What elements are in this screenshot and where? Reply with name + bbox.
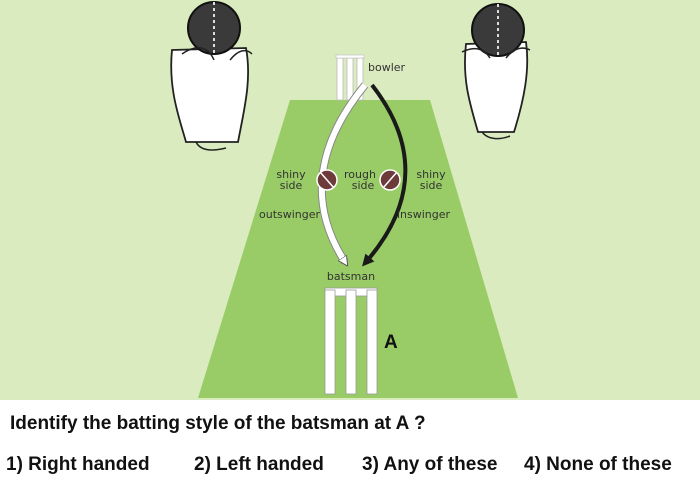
shiny-side-left-label-line2: side (280, 179, 303, 192)
cricket-ball-icon (316, 169, 338, 191)
right-hand-holding-ball-icon (461, 3, 531, 140)
option-left-handed[interactable]: 2) Left handed (194, 454, 324, 475)
cricket-ball-icon (379, 169, 401, 191)
question-text: Identify the batting style of the batsma… (10, 413, 426, 434)
option-any-of-these[interactable]: 3) Any of these (362, 454, 498, 475)
option-right-handed[interactable]: 1) Right handed (6, 454, 150, 475)
pitch (198, 100, 518, 398)
batsman-label: batsman (327, 270, 375, 283)
inswinger-label: inswinger (397, 208, 451, 221)
rough-side-label-line1: rough (344, 168, 376, 181)
marker-a-label: A (384, 332, 398, 353)
outswinger-label: outswinger (259, 208, 321, 221)
rough-side-label-line2: side (352, 179, 375, 192)
inswinger-path (362, 83, 408, 267)
shiny-side-right-label-line1: shiny (416, 168, 446, 181)
shiny-side-right-label-line2: side (420, 179, 443, 192)
option-none-of-these[interactable]: 4) None of these (524, 454, 672, 475)
batsman-stumps-icon (324, 287, 378, 395)
left-hand-holding-ball-icon (170, 1, 253, 151)
cricket-swing-diagram: bowler shiny side rough side shiny side … (0, 0, 700, 400)
shiny-side-left-label-line1: shiny (276, 168, 306, 181)
bowler-label: bowler (368, 61, 406, 74)
